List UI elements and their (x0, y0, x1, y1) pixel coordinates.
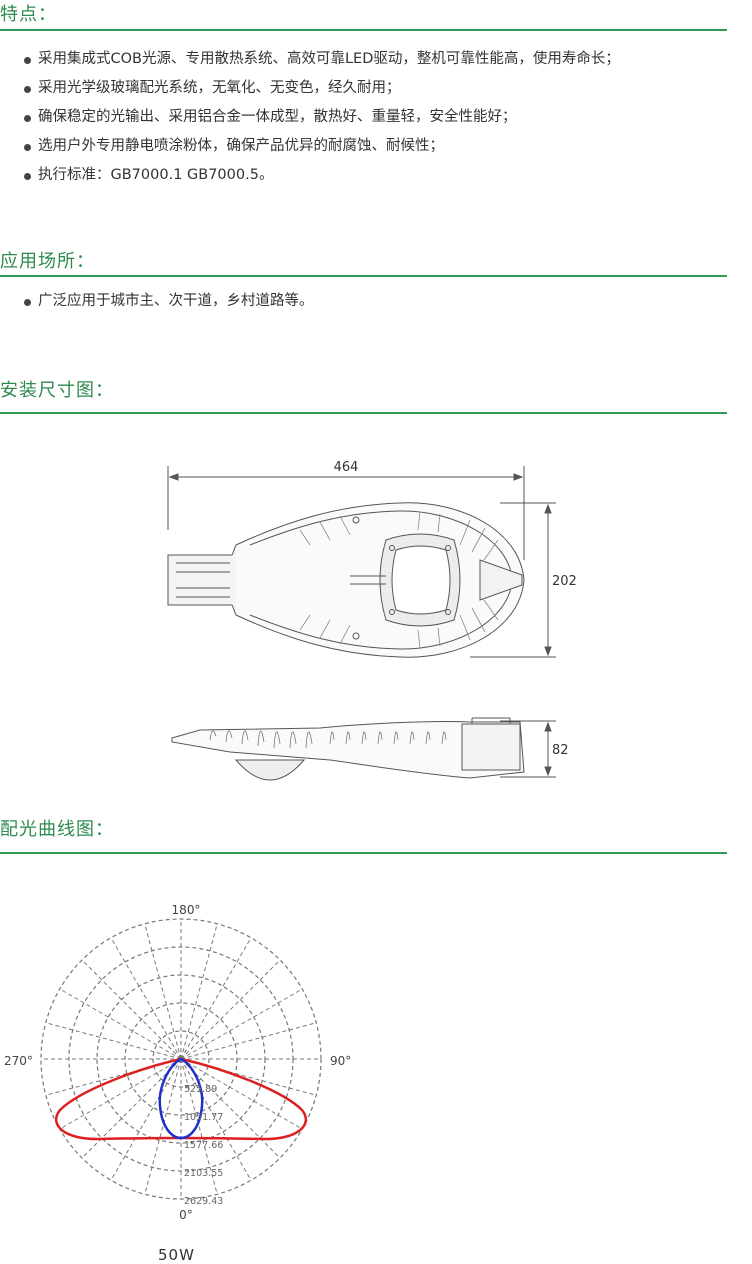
width-label: 202 (552, 574, 577, 589)
polar-spoke (180, 1058, 252, 1181)
polar-spoke (180, 1058, 218, 1195)
bullet-icon (24, 173, 31, 180)
features-divider (0, 29, 727, 31)
polar-spoke (59, 1058, 182, 1130)
dimensions-divider (0, 412, 727, 414)
ring-value-label: 1051.77 (184, 1112, 223, 1123)
feature-item: 采用光学级玻璃配光系统，无氧化、无变色，经久耐用； (22, 74, 620, 103)
dimensions-title: 安装尺寸图： (0, 380, 114, 401)
bullet-icon (24, 144, 31, 151)
ring-value-label: 525.89 (184, 1084, 217, 1095)
ring-value-label: 2103.55 (184, 1168, 223, 1179)
height-dimension (500, 720, 556, 778)
polar-spoke (180, 937, 252, 1060)
polar-spoke (59, 988, 182, 1060)
feature-item: 采用集成式COB光源、专用散热系统、高效可靠LED驱动，整机可靠性能高，使用寿命… (22, 45, 620, 74)
angle-0-label: 0° (179, 1208, 193, 1222)
lamp-top-view (167, 502, 525, 658)
polar-spoke (180, 1058, 281, 1159)
bullet-icon (24, 115, 31, 122)
length-dimension (167, 466, 525, 560)
ring-value-label: 2629.43 (184, 1196, 223, 1207)
width-dimension (470, 502, 556, 658)
angle-270-label: 270° (4, 1054, 33, 1068)
features-list: 采用集成式COB光源、专用散热系统、高效可靠LED驱动，整机可靠性能高，使用寿命… (22, 45, 620, 190)
applications-list: 广泛应用于城市主、次干道，乡村道路等。 (22, 287, 314, 316)
polar-spoke (81, 1058, 182, 1159)
applications-divider (0, 275, 727, 277)
polar-spoke (81, 959, 182, 1060)
ring-value-label: 1577.66 (184, 1140, 223, 1151)
features-title: 特点： (0, 4, 57, 25)
power-caption: 50W (158, 1246, 195, 1264)
bullet-icon (24, 57, 31, 64)
applications-title: 应用场所： (0, 251, 95, 272)
feature-item: 选用户外专用静电喷涂粉体，确保产品优异的耐腐蚀、耐候性； (22, 132, 620, 161)
polar-spoke (45, 1022, 182, 1060)
feature-item: 执行标准：GB7000.1 GB7000.5。 (22, 161, 620, 190)
curve-c90-270 (158, 1057, 204, 1140)
curve-c0-180 (54, 1057, 308, 1141)
length-label: 464 (334, 460, 359, 475)
polar-spoke (144, 923, 182, 1060)
polar-ring (40, 918, 322, 1200)
height-label: 82 (552, 743, 569, 758)
bullet-icon (24, 86, 31, 93)
polar-spoke (180, 923, 218, 1060)
polar-spoke (110, 1058, 182, 1181)
light-distribution-divider (0, 852, 727, 854)
polar-spoke (180, 988, 303, 1060)
polar-spoke (144, 1058, 182, 1195)
polar-spoke (110, 937, 182, 1060)
application-item: 广泛应用于城市主、次干道，乡村道路等。 (22, 287, 314, 316)
angle-180-label: 180° (172, 903, 201, 917)
polar-spoke (180, 959, 281, 1060)
polar-spoke (180, 1058, 303, 1130)
light-distribution-title: 配光曲线图： (0, 819, 114, 840)
feature-item: 确保稳定的光输出、采用铝合金一体成型，散热好、重量轻，安全性能好； (22, 103, 620, 132)
angle-90-label: 90° (330, 1054, 351, 1068)
polar-spoke (180, 1022, 317, 1060)
bullet-icon (24, 299, 31, 306)
lamp-side-view (171, 717, 525, 781)
